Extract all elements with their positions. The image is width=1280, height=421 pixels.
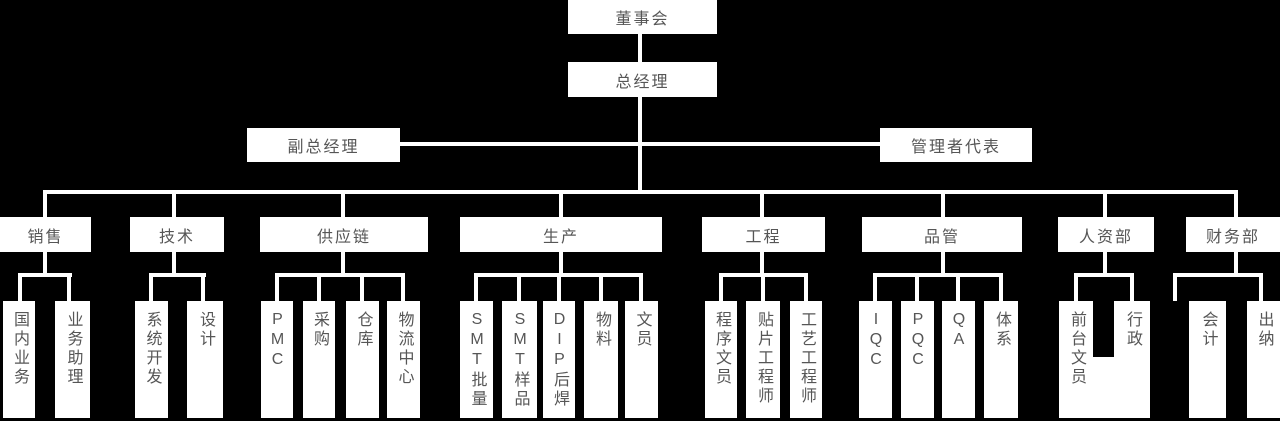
node-leaf-pqc: PQC [901, 301, 934, 418]
node-dept-supply-chain: 供应链 [260, 217, 428, 252]
connector-drop-design [201, 277, 205, 301]
connector-drop-admin [1130, 277, 1134, 301]
node-leaf-business-assistant: 业务助理 [55, 301, 90, 418]
connector-down-engineering [760, 252, 764, 273]
node-leaf-domestic-business: 国内业务 [3, 301, 35, 418]
connector-stub-production [559, 194, 563, 217]
node-leaf-cashier: 出纳 [1247, 301, 1280, 418]
node-mgmt-rep: 管理者代表 [880, 128, 1032, 162]
node-leaf-front-desk-clerk: 前台文员 [1059, 301, 1093, 418]
connector-down-quality [941, 252, 945, 273]
node-leaf-logistics-center: 物流中心 [387, 301, 420, 418]
connector-stub-sales [43, 194, 47, 217]
connector-drop-dip-soldering [557, 277, 561, 301]
connector-drop-system [999, 277, 1003, 301]
connector-drop-smt-engineer [761, 277, 765, 301]
node-leaf-iqc: IQC [859, 301, 892, 418]
connector-drop-pmc [275, 277, 279, 301]
connector-drop-iqc [873, 277, 877, 301]
connector-drop-process-engineer [804, 277, 808, 301]
node-dept-hr: 人资部 [1058, 217, 1154, 252]
node-dept-production: 生产 [460, 217, 662, 252]
connector-bus-tech [149, 273, 206, 277]
connector-stub-supply-chain [341, 194, 345, 217]
connector-drop-accounting [1173, 277, 1177, 301]
connector-drop-qa [956, 277, 960, 301]
node-leaf-clerk: 文员 [625, 301, 658, 418]
connector-down-sales [43, 252, 47, 273]
node-leaf-smt-batch: SMT批量 [460, 301, 493, 418]
connector-down-finance [1234, 252, 1238, 273]
node-dept-sales: 销售 [0, 217, 91, 252]
node-leaf-system-dev: 系统开发 [135, 301, 168, 418]
connector-bus-finance [1173, 273, 1263, 277]
node-leaf-program-clerk: 程序文员 [705, 301, 737, 418]
node-dept-tech: 技术 [130, 217, 224, 252]
node-leaf-qa: QA [942, 301, 975, 418]
connector-bus-hr [1074, 273, 1134, 277]
connector-drop-smt-sample [517, 277, 521, 301]
connector-drop-materials [599, 277, 603, 301]
connector-stub-quality [941, 194, 945, 217]
connector-drop-logistics [401, 277, 405, 301]
connector-staff-line [399, 142, 882, 146]
node-leaf-purchasing: 采购 [303, 301, 335, 418]
node-leaf-smt-engineer: 贴片工程师 [746, 301, 780, 418]
node-leaf-dip-soldering: DIP后焊 [543, 301, 575, 418]
connector-board-gm [638, 34, 642, 62]
node-board: 董事会 [568, 0, 717, 34]
connector-stub-tech [172, 194, 176, 217]
node-general-manager: 总经理 [568, 62, 717, 97]
node-deputy-gm: 副总经理 [247, 128, 400, 162]
node-leaf-accounting: 会计 [1189, 301, 1226, 418]
connector-down-production [559, 252, 563, 273]
connector-drop-program-clerk [719, 277, 723, 301]
connector-bus-sales [18, 273, 72, 277]
connector-drop-front-desk [1074, 277, 1078, 301]
connector-drop-clerk [639, 277, 643, 301]
connector-drop-cashier [1259, 277, 1263, 301]
node-dept-quality: 品管 [862, 217, 1022, 252]
node-dept-engineering: 工程 [702, 217, 825, 252]
node-leaf-warehouse: 仓库 [346, 301, 379, 418]
connector-down-tech [172, 252, 176, 273]
connector-bus-supply-chain [275, 273, 405, 277]
connector-bus-quality [873, 273, 1003, 277]
node-dept-finance: 财务部 [1186, 217, 1280, 252]
connector-down-hr [1103, 252, 1107, 273]
node-leaf-system: 体系 [984, 301, 1018, 418]
connector-drop-domestic-business [18, 277, 22, 301]
connector-bus-engineering [719, 273, 808, 277]
connector-stub-finance [1234, 194, 1238, 217]
connector-drop-smt-batch [474, 277, 478, 301]
connector-main-bus [43, 190, 1238, 194]
node-leaf-admin: 行政 [1114, 301, 1150, 418]
connector-down-supply-chain [341, 252, 345, 273]
connector-drop-pqc [915, 277, 919, 301]
node-leaf-process-engineer: 工艺工程师 [790, 301, 822, 418]
hr-columns-filler [1093, 357, 1114, 418]
node-leaf-pmc: PMC [261, 301, 293, 418]
node-leaf-materials: 物料 [584, 301, 618, 418]
connector-drop-business-assistant [67, 277, 71, 301]
connector-drop-warehouse [360, 277, 364, 301]
connector-stub-hr [1103, 194, 1107, 217]
node-leaf-smt-sample: SMT样品 [502, 301, 537, 418]
connector-bus-production [474, 273, 643, 277]
connector-drop-purchasing [317, 277, 321, 301]
connector-drop-system-dev [149, 277, 153, 301]
connector-stub-engineering [760, 194, 764, 217]
node-leaf-design: 设计 [187, 301, 223, 418]
